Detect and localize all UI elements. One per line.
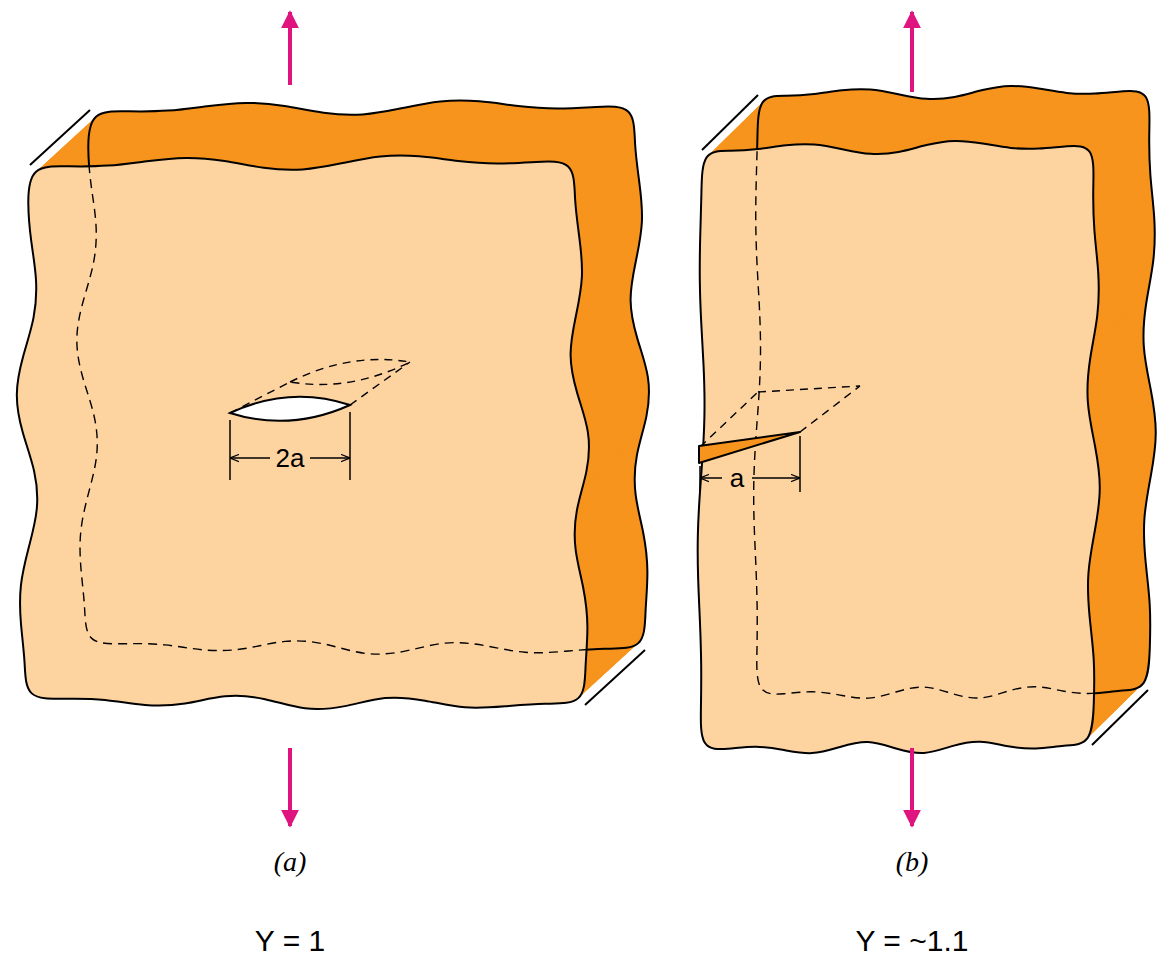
crack-back-outline: [290, 360, 410, 385]
load-arrow: [910, 12, 914, 92]
plate-corner-edge: [1092, 690, 1148, 745]
dimension-tick: [799, 436, 801, 492]
load-arrow: [910, 748, 914, 826]
dimension-tick: [229, 420, 231, 480]
dimension-label: a: [727, 464, 747, 493]
plate-corner-edge: [30, 110, 90, 165]
dimension-tick: [699, 466, 701, 492]
geometry-factor: Y = ~1.1: [853, 924, 972, 957]
subfigure-label: (b): [893, 847, 932, 878]
dimension-tick: [349, 412, 351, 480]
hidden-edge: [754, 86, 1156, 698]
plate-thickness: [698, 141, 1100, 753]
hidden-edge: [77, 101, 649, 655]
load-arrow: [288, 12, 292, 85]
subfigure-label: (a): [271, 847, 310, 878]
plate: [17, 101, 649, 710]
plate-corner-edge: [585, 650, 645, 705]
crack-face: [699, 432, 800, 463]
dimension-label: 2a: [273, 444, 308, 473]
dimension-arrow: [310, 457, 349, 459]
crack-plane-edge: [758, 386, 860, 392]
dimension-arrow: [752, 477, 799, 479]
plate-thickness: [17, 156, 589, 710]
plates: [17, 86, 1156, 753]
dimension-arrow: [701, 477, 722, 479]
plate: [698, 86, 1156, 753]
dimension-arrow: [231, 457, 270, 459]
plate-corner-edge: [702, 95, 758, 150]
crack-plane-edge: [350, 362, 410, 405]
crack-details: [230, 12, 912, 826]
plate-front-face: [17, 156, 589, 710]
crack-opening: [230, 397, 350, 421]
plate-front-face: [698, 141, 1100, 753]
geometry-factor: Y = 1: [252, 924, 328, 957]
load-arrow: [288, 748, 292, 826]
crack-plane-edge: [800, 386, 860, 432]
